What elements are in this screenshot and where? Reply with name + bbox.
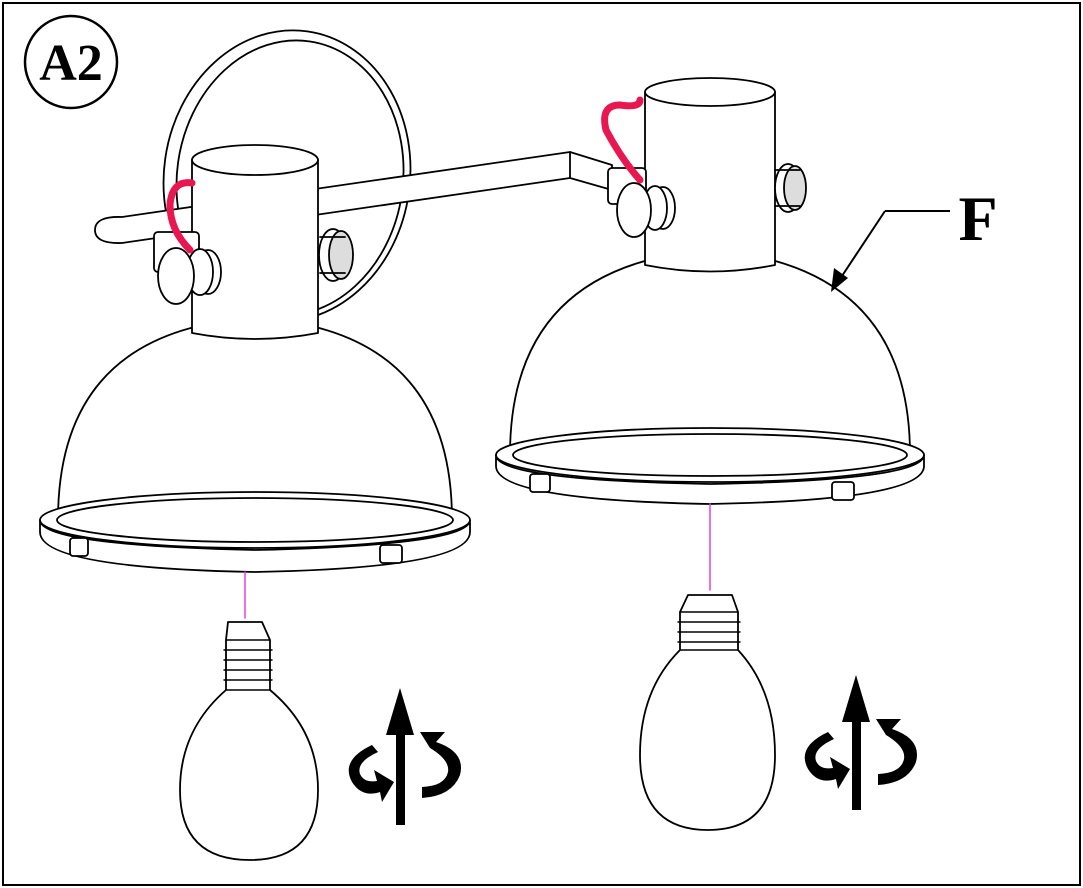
shade-ring [39,491,471,573]
adjustment-knob [774,163,807,213]
lamp-neck [191,144,319,340]
adjustment-knob [318,228,354,282]
power-wire [166,179,196,254]
lamp-neck [644,77,776,273]
power-wire [601,96,644,184]
shade-ring [495,427,925,505]
part-callout: F [831,183,998,292]
right-lamp [495,77,925,831]
step-badge: A2 [23,14,119,110]
step-label: A2 [39,35,103,92]
screw-in-rotate-arrows [804,675,917,810]
screw-in-rotate-arrows [348,688,461,825]
left-lamp [39,144,471,861]
part-label: F [958,183,997,254]
light-bulb [179,571,319,861]
adjustment-knob [153,231,222,305]
light-bulb [639,503,776,831]
